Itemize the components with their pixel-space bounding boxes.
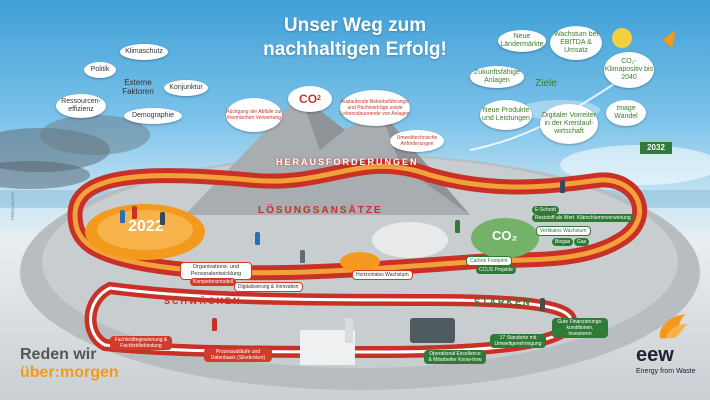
strength-excellence: Operational Excellence & Mitarbeiter Kno… (424, 350, 486, 364)
challenge-vertraege: Auslaufende Betriebsführungs- und Pachtv… (340, 90, 410, 126)
vertikal-klaerschlamm: Klärschlammverwertung (574, 214, 634, 222)
eew-flame-logo (659, 314, 688, 339)
figure-person (132, 206, 137, 219)
vertikal-biogas: Biogas (552, 238, 574, 246)
solution-vertikal: Vertikales Wachstum (536, 226, 591, 236)
figure-person (212, 318, 217, 331)
goal-wachstum: Wachstum bei EBITDA & Umsatz (550, 26, 602, 60)
weakness-prozesse: Prozessabläufe und Datenbasis (Silodenke… (204, 348, 272, 362)
strength-finanzierung: Gute Finanzierungs-konditionen, Investor… (552, 318, 608, 338)
brand-name: eew (636, 344, 674, 366)
goal-anlagen: Zukunftsfähige Anlagen (470, 66, 524, 88)
title-line-1: Unser Weg zum (283, 15, 427, 36)
vertikal-reststoff: Reststoff als Wertstoff (532, 214, 587, 222)
solution-ccus: CCUS Projekte (476, 266, 516, 274)
schwaechen-label: SCHWÄCHEN (164, 296, 242, 306)
figure-person (300, 250, 305, 263)
weakness-fachkraefte: Fachkräftegewinnung & Fachkräftebindung (110, 336, 172, 350)
solution-digitalisierung: Digitalisierung & Innovation (234, 282, 303, 292)
factor-konjunktur: Konjunktur (164, 80, 208, 96)
page-title: Unser Weg zum nachhaltigen Erfolg! (250, 14, 460, 62)
year-2022: 2022 (128, 218, 164, 235)
slogan: Reden wir über:morgen (20, 346, 119, 381)
loesungsansaetze-label: LÖSUNGSANSÄTZE (258, 205, 383, 216)
year-2032-flag: 2032 (640, 142, 672, 154)
figure-person (160, 212, 165, 225)
externe-faktoren-label: Externe Faktoren (122, 78, 154, 96)
slogan-ueber: über (20, 364, 55, 381)
staerken-label: STÄRKEN (474, 297, 532, 307)
solution-kompetenzmodell: Kompetenzmodell (190, 278, 237, 286)
figure-person (455, 220, 460, 233)
factor-demographie: Demographie (124, 108, 182, 124)
goal-klimapositiv: CO₂-Klimapositiv bis 2040 (604, 52, 654, 88)
factor-politik: Politik (84, 62, 116, 78)
brand-tagline: Energy from Waste (636, 368, 696, 375)
goal-laendermaerkte: Neue Ländermärkte (498, 30, 546, 52)
co2-footprint-tag: CO₂ (492, 228, 518, 243)
goal-image: Image Wandel (606, 100, 646, 126)
vertikal-eschrott: E-Schrott (532, 206, 559, 214)
solution-horizontal: Horizontales Wachstum (352, 270, 413, 280)
slogan-line-1: Reden wir (20, 346, 97, 363)
factor-klimaschutz: Klimaschutz (120, 44, 168, 60)
ziele-label: Ziele (535, 78, 557, 89)
photo-credit: PREIS-BILDER (10, 192, 15, 220)
slogan-morgen: morgen (60, 364, 119, 381)
vertikal-gas: Gas (574, 238, 590, 246)
herausforderungen-label: HERAUSFORDERUNGEN (276, 157, 419, 167)
title-line-2: nachhaltigen Erfolg! (263, 39, 447, 60)
figure-person (540, 298, 545, 311)
challenge-umwelt: Umwelttechnische Anforderungen (390, 130, 444, 152)
factor-ressourceneffizienz: Ressourcen-effizienz (56, 94, 106, 118)
solution-carbon: Carbon Footprint (466, 256, 512, 266)
figure-person (120, 210, 125, 223)
figure-person (560, 180, 565, 193)
challenge-abfaelle: Rückgang der Abfälle zur thermischen Ver… (226, 98, 282, 132)
goal-produkte: Neue Produkte und Leistungen (480, 100, 532, 130)
goal-digital: Digitaler Vorreiter in der Kreislauf-wir… (540, 104, 598, 144)
strength-standorte: 17 Standorte mit Umweltgenehmigung (490, 334, 546, 348)
figure-person (255, 232, 260, 245)
